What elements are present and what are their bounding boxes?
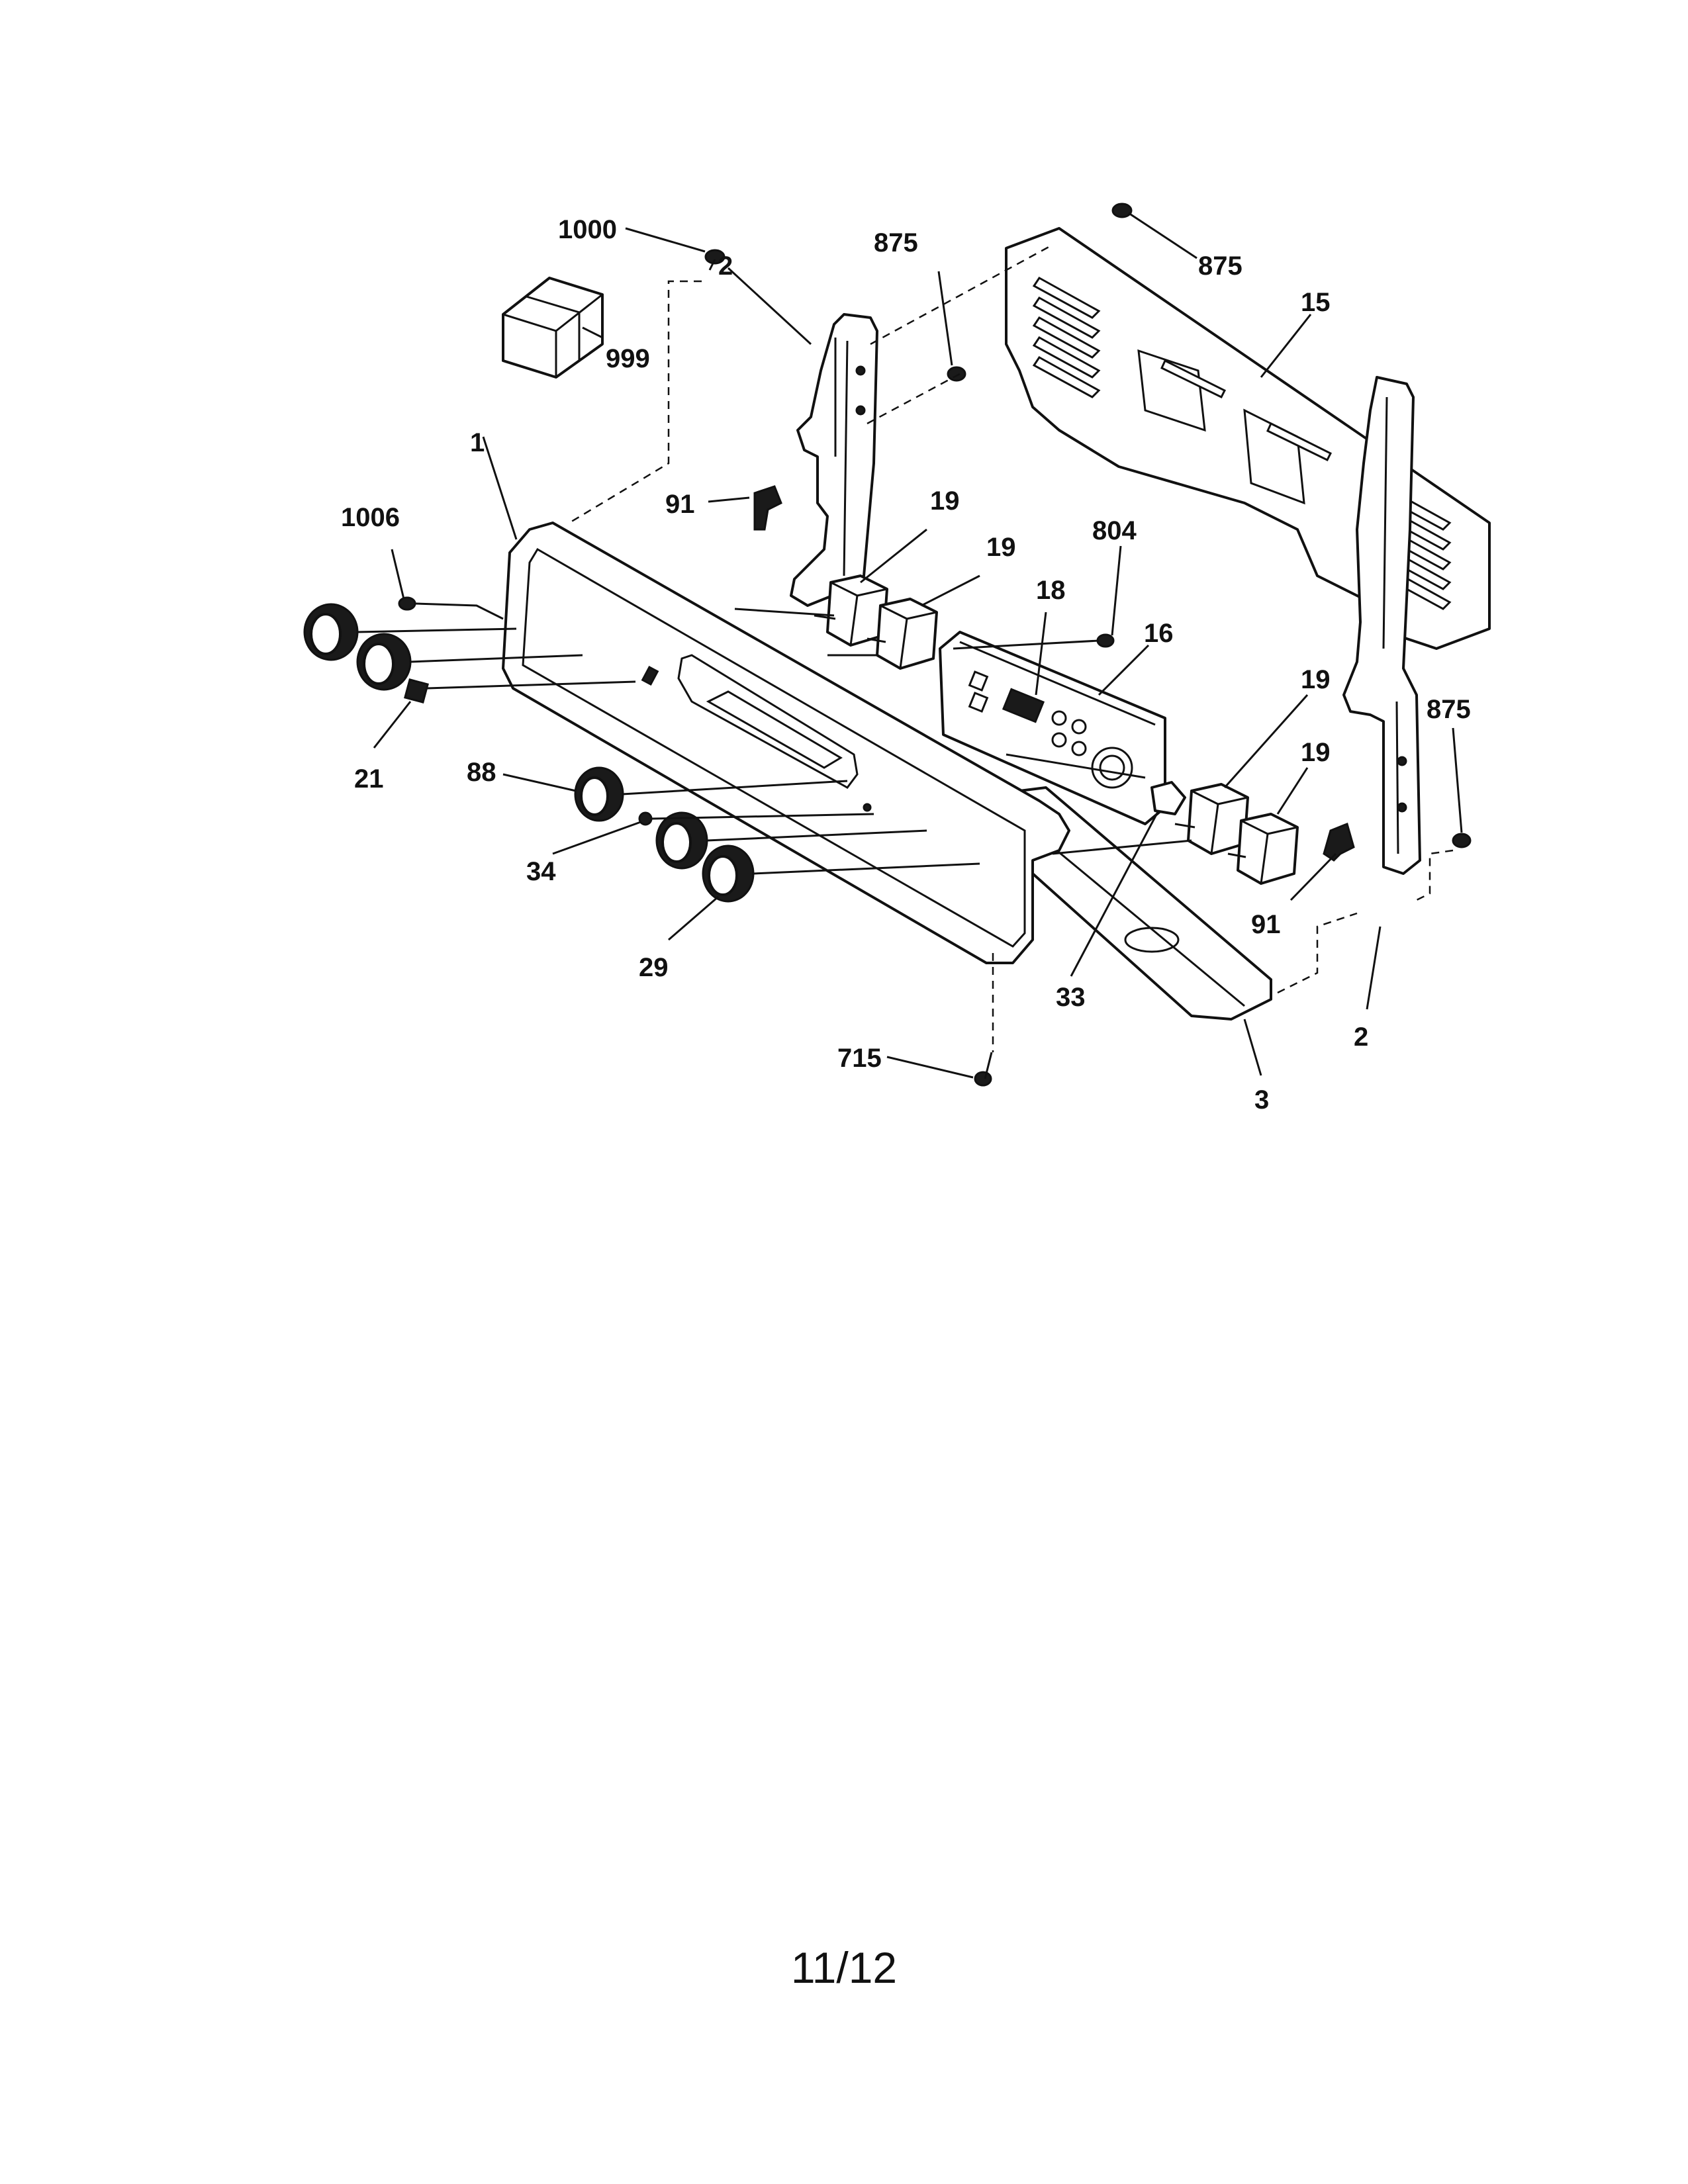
callout-18: 18 [1036, 576, 1066, 605]
callout-88: 88 [467, 758, 496, 787]
box-999 [502, 277, 604, 379]
callout-875-top: 875 [874, 228, 918, 257]
callout-16: 16 [1144, 619, 1174, 648]
rear-panel [1005, 227, 1491, 650]
callout-leaders [373, 212, 1463, 1079]
clip-91-left [753, 485, 782, 531]
callout-19-c: 19 [1301, 665, 1331, 694]
switch-19-d [1227, 813, 1299, 885]
knob-center-1 [655, 811, 708, 870]
right-side-bracket [1342, 376, 1421, 875]
callout-1000: 1000 [558, 215, 617, 244]
callout-875-panel: 875 [1198, 251, 1243, 281]
callout-91-right: 91 [1251, 910, 1281, 939]
callout-91-left: 91 [665, 490, 695, 519]
page-number: 11/12 [790, 1943, 898, 1992]
knob-88 [574, 766, 624, 822]
screw-34 [638, 811, 653, 826]
assembly-lines [569, 244, 1454, 1052]
screw-715 [974, 1052, 993, 1087]
callout-34: 34 [526, 857, 556, 886]
screw-875-right [1452, 833, 1472, 848]
callout-715: 715 [837, 1044, 882, 1073]
callout-15: 15 [1301, 288, 1331, 317]
knob-left-1 [303, 603, 359, 661]
bracket-33 [1150, 781, 1186, 815]
screw-804 [1096, 633, 1115, 648]
control-panel [502, 522, 1070, 964]
clip-91-right [1323, 822, 1355, 862]
callout-33: 33 [1056, 983, 1086, 1012]
callout-875-right: 875 [1427, 695, 1471, 724]
knob-leaders [357, 602, 980, 875]
screw-1006 [398, 596, 416, 611]
knob-left-2 [356, 633, 412, 691]
callout-labels: 1000 2 875 875 15 999 1 91 19 19 804 100… [341, 215, 1471, 1115]
callout-19-d: 19 [1301, 738, 1331, 767]
callout-2-left: 2 [718, 251, 733, 281]
callout-19-a: 19 [930, 486, 960, 516]
callout-999: 999 [606, 344, 650, 373]
switch-19-c [1174, 783, 1249, 855]
callout-804: 804 [1092, 516, 1137, 545]
callout-1: 1 [470, 428, 485, 457]
screw-875-top [947, 366, 966, 382]
callout-2-right: 2 [1354, 1023, 1368, 1052]
left-side-bracket [790, 313, 878, 607]
callout-3: 3 [1254, 1085, 1269, 1115]
screw-875-panel [1111, 203, 1133, 218]
callout-19-b: 19 [986, 533, 1016, 562]
callout-29: 29 [639, 953, 669, 982]
knob-29 [702, 844, 755, 903]
switch-button-21 [404, 678, 429, 704]
callout-1006: 1006 [341, 503, 400, 532]
callout-21: 21 [354, 764, 384, 794]
screw-1000 [704, 249, 726, 271]
